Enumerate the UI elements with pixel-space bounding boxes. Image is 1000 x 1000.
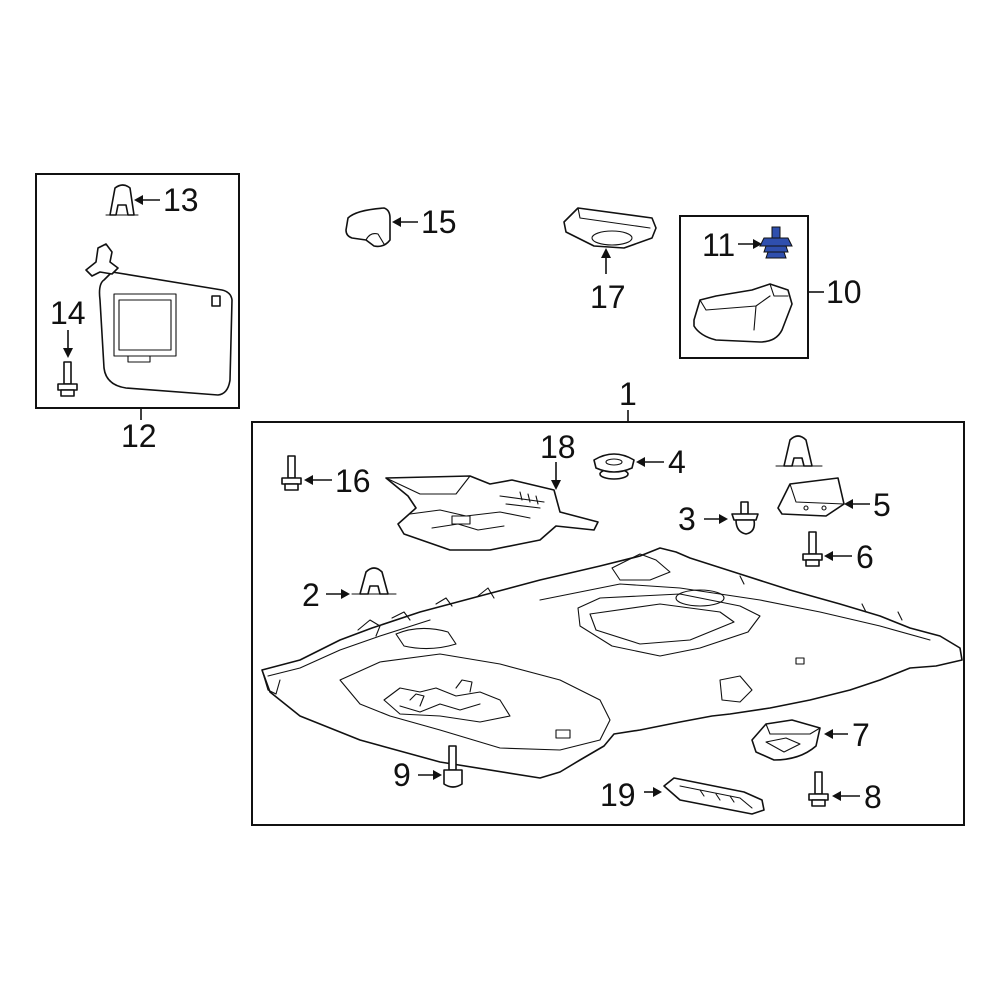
callout-16: 16 <box>335 463 371 499</box>
headliner-screw-16-part <box>281 455 302 491</box>
headliner-panel-part <box>261 547 963 779</box>
overhead-console-part <box>385 475 599 551</box>
push-clip-part <box>731 501 759 535</box>
sun-visor-part <box>85 243 233 396</box>
callout-4: 4 <box>668 444 686 480</box>
cover-7-part <box>751 719 821 761</box>
grab-handle-part <box>693 283 793 343</box>
grab-handle-group-box <box>679 215 809 359</box>
dome-lamp-part <box>563 207 657 249</box>
sun-visor-group-box <box>35 173 240 409</box>
screw-6-part <box>802 531 823 567</box>
visor-screw-part <box>57 361 78 397</box>
callout-2: 2 <box>302 577 320 613</box>
callout-19: 19 <box>600 777 636 813</box>
callout-1: 1 <box>619 376 637 412</box>
pin-9-part <box>443 745 463 788</box>
callout-11: 11 <box>702 227 735 263</box>
callout-15: 15 <box>421 204 457 240</box>
callout-6: 6 <box>856 539 874 575</box>
callout-18: 18 <box>540 429 576 465</box>
callout-12: 12 <box>121 418 157 454</box>
retainer-clip-part-highlighted <box>759 226 793 259</box>
bracket-cover-part <box>345 207 391 248</box>
callout-10: 10 <box>826 274 862 310</box>
visor-clip-part <box>105 184 139 216</box>
callout-3: 3 <box>678 501 696 537</box>
grommet-part <box>593 453 635 480</box>
callout-9: 9 <box>393 757 411 793</box>
callout-14: 14 <box>50 295 86 331</box>
callout-8: 8 <box>864 779 882 815</box>
callout-17: 17 <box>590 279 626 315</box>
headliner-group-box <box>251 421 965 826</box>
callout-7: 7 <box>852 717 870 753</box>
clip-bracket-part <box>775 435 845 517</box>
callout-5: 5 <box>873 487 891 523</box>
callout-13: 13 <box>163 182 199 218</box>
clip-2-part <box>351 567 397 595</box>
screw-8-part <box>808 771 829 807</box>
trim-panel-19-part <box>663 777 765 815</box>
